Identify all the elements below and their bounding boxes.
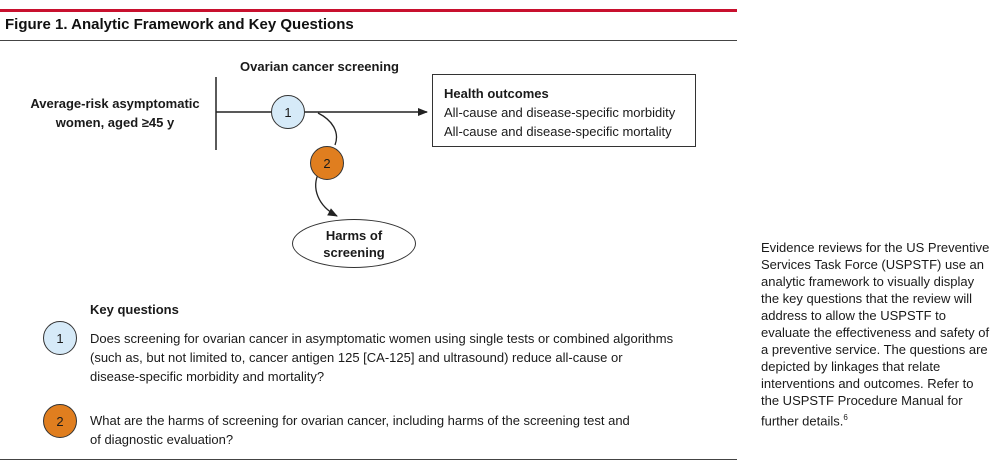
key-questions-header: Key questions xyxy=(90,302,179,317)
bottom-divider xyxy=(0,459,737,460)
harms-label: Harms of screening xyxy=(323,227,385,260)
side-note: Evidence reviews for the US Preventive S… xyxy=(761,239,991,429)
kq1-node: 1 xyxy=(271,95,305,129)
title-divider xyxy=(0,40,737,41)
kq1-line: (such as, but not limited to, cancer ant… xyxy=(90,350,623,365)
kq1-marker: 1 xyxy=(43,321,77,355)
population-label: Average-risk asymptomatic women, aged ≥4… xyxy=(30,96,200,130)
header-rule xyxy=(0,9,737,12)
harms-ellipse: Harms of screening xyxy=(292,219,416,268)
kq2-marker: 2 xyxy=(43,404,77,438)
kq2-node: 2 xyxy=(310,146,344,180)
kq1-line: disease-specific morbidity and mortality… xyxy=(90,369,325,384)
harms-arrow-upper xyxy=(317,112,338,146)
kq2-line: of diagnostic evaluation? xyxy=(90,432,234,447)
kq1-text: Does screening for ovarian cancer in asy… xyxy=(90,329,673,386)
health-outcomes-header: Health outcomes xyxy=(444,86,549,101)
figure-title: Figure 1. Analytic Framework and Key Que… xyxy=(5,16,354,33)
outcome-item: All-cause and disease-specific mortality xyxy=(444,124,672,139)
health-outcomes-box: Health outcomes All-cause and disease-sp… xyxy=(432,74,696,147)
kq2-text: What are the harms of screening for ovar… xyxy=(90,411,630,449)
kq1-line: Does screening for ovarian cancer in asy… xyxy=(90,331,674,346)
side-note-text: Evidence reviews for the US Preventive S… xyxy=(761,240,990,429)
outcome-item: All-cause and disease-specific morbidity xyxy=(444,105,676,120)
side-note-ref: 6 xyxy=(843,413,848,422)
intervention-label: Ovarian cancer screening xyxy=(240,59,399,74)
kq2-line: What are the harms of screening for ovar… xyxy=(90,413,630,428)
